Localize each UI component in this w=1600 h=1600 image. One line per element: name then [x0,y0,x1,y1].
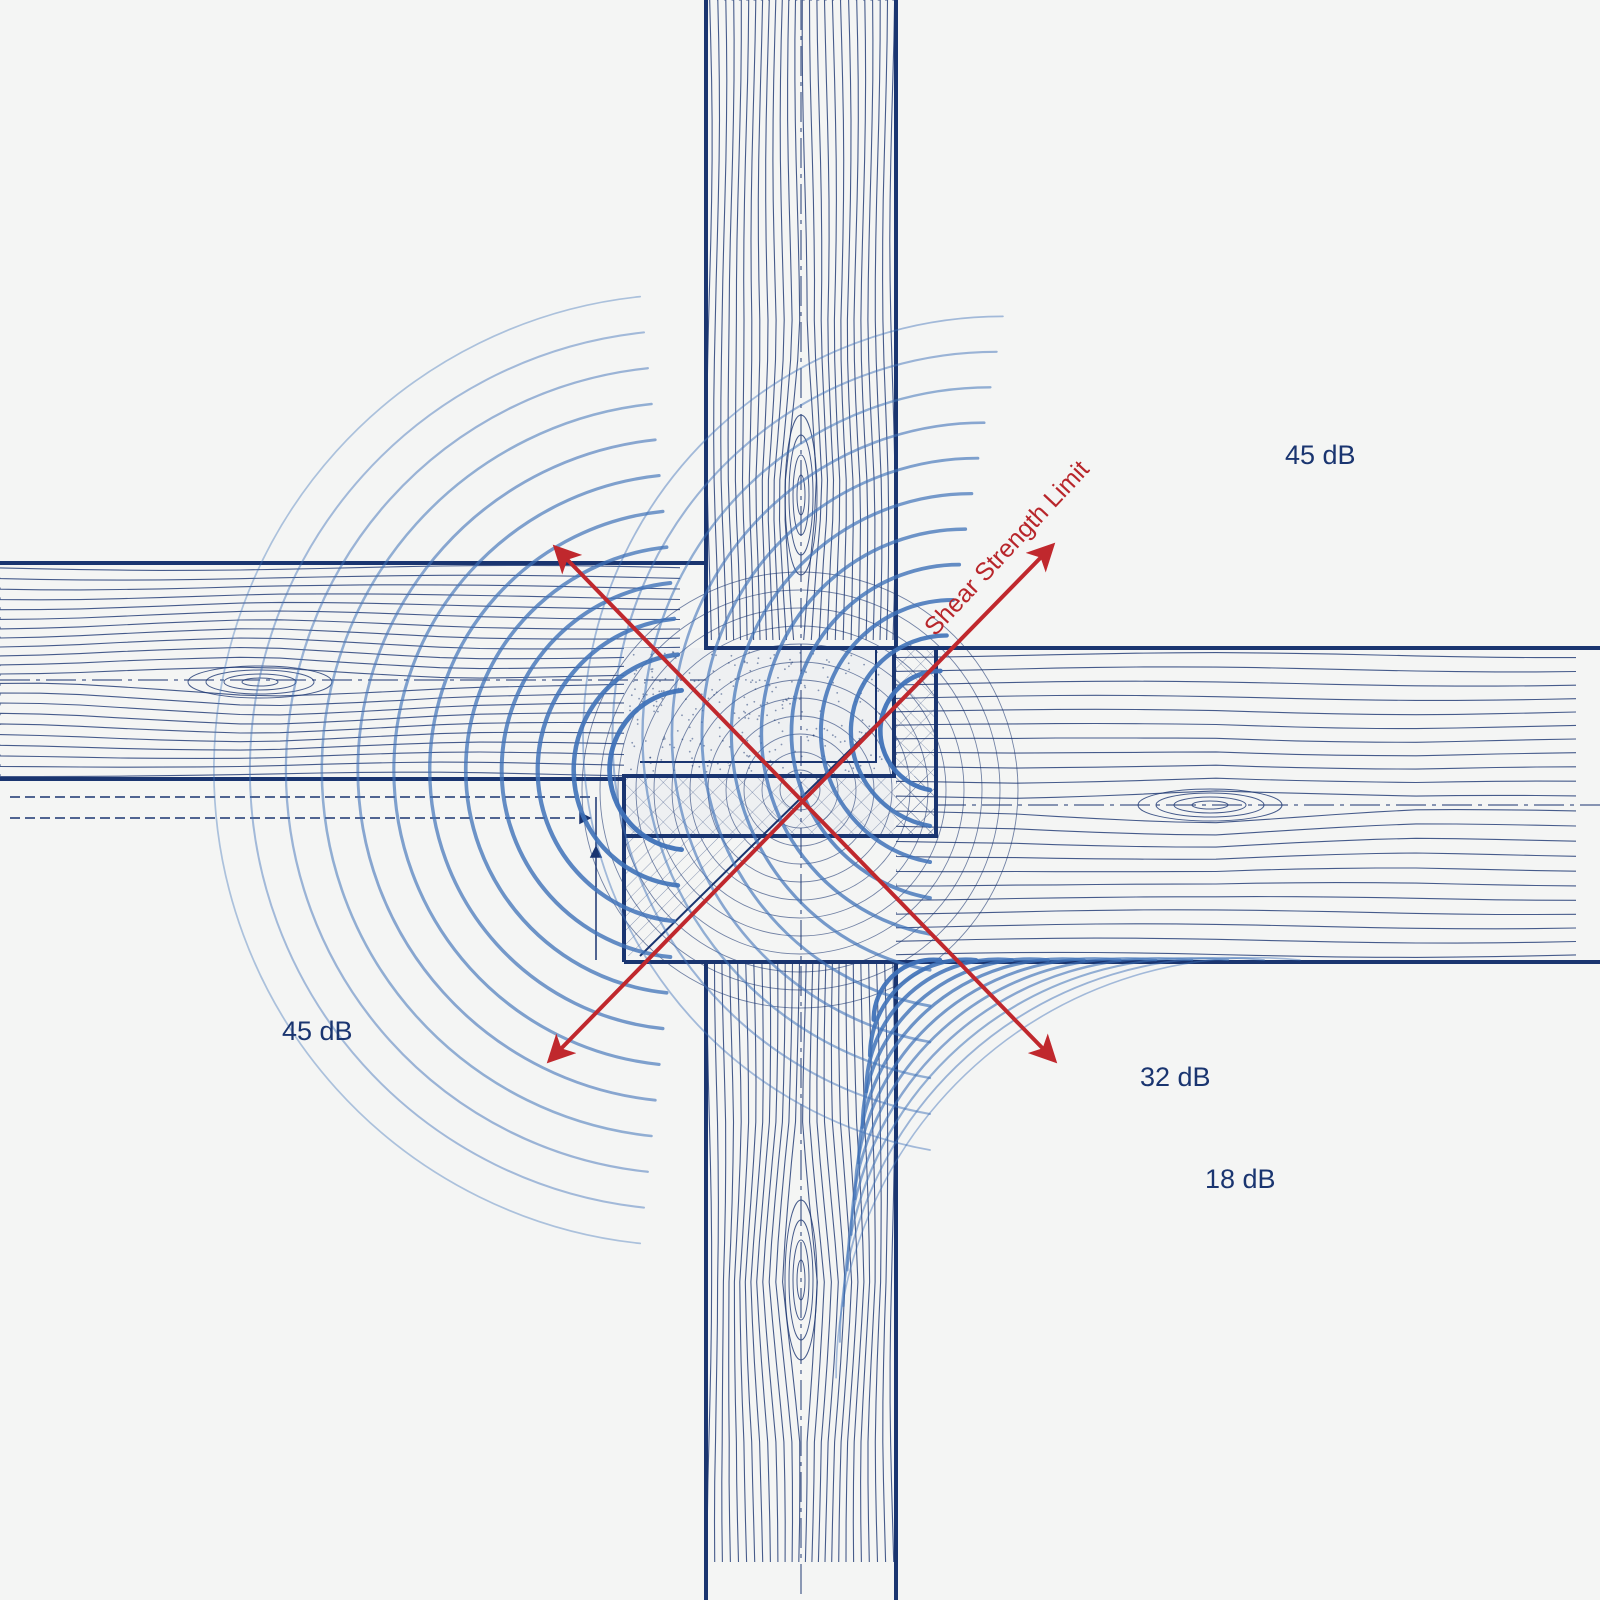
level-label-mid-right: 32 dB [1140,1062,1211,1092]
shear-arrows [546,542,1058,1064]
level-label-top-right: 45 dB [1285,440,1356,470]
vertical-beam-bottom-outline [704,962,898,1600]
level-label-left: 45 dB [282,1016,353,1046]
shear-arrow-diagonal-up [546,542,1056,1064]
level-label-low-right: 18 dB [1205,1164,1276,1194]
